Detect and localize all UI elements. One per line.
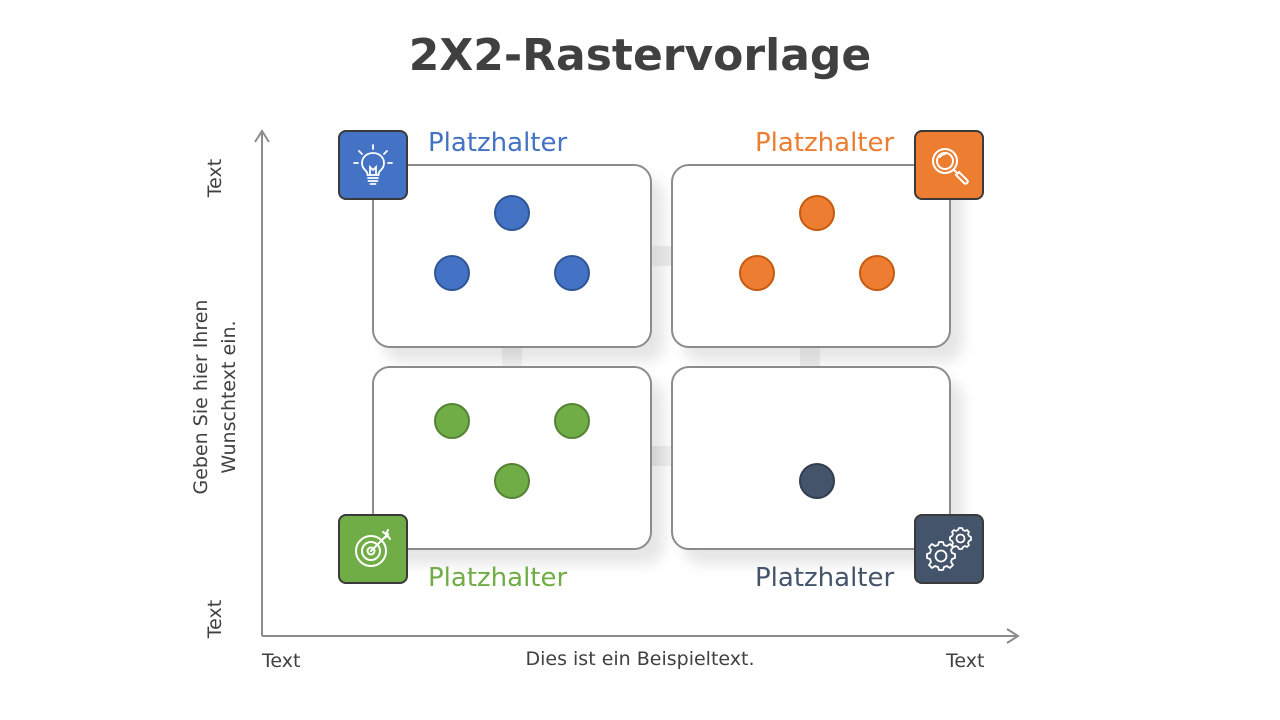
quadrant-label-top-right: Platzhalter [755,128,895,158]
magnifier-icon [932,148,969,185]
quadrant-label-bottom-left: Platzhalter [428,563,568,593]
quadrant-bottom-left [372,366,652,550]
x-axis-right-label: Text [946,650,985,672]
dot [434,403,470,439]
icon-box-bottom-right [914,514,984,584]
y-axis-title-line1: Geben Sie hier Ihren [190,299,212,495]
dot [494,463,530,499]
dot [554,255,590,291]
dot [799,195,835,231]
gears-icon [926,527,972,571]
y-axis-bottom-label: Text [204,599,226,639]
dot [434,255,470,291]
dot [859,255,895,291]
x-axis-arrowhead [1006,628,1020,644]
x-axis-title: Dies ist ein Beispieltext. [525,648,755,670]
dot [554,403,590,439]
quadrant-top-left [372,164,652,348]
quadrant-label-top-left: Platzhalter [428,128,568,158]
quadrant-bottom-right [671,366,951,550]
quadrant-label-bottom-right: Platzhalter [755,563,895,593]
lightbulb-icon [353,144,393,185]
x-axis-left-label: Text [262,650,301,672]
dot [799,463,835,499]
y-axis-title-line2: Wunschtext ein. [218,320,240,474]
dot [494,195,530,231]
target-icon [355,529,391,567]
icon-box-bottom-left [338,514,408,584]
quadrant-top-right [671,164,951,348]
y-axis-arrowhead [254,129,270,143]
icon-box-top-left [338,130,408,200]
y-axis-top-label: Text [204,158,226,198]
icon-box-top-right [914,130,984,200]
dot [739,255,775,291]
slide-title: 2X2-Rastervorlage [408,30,872,81]
